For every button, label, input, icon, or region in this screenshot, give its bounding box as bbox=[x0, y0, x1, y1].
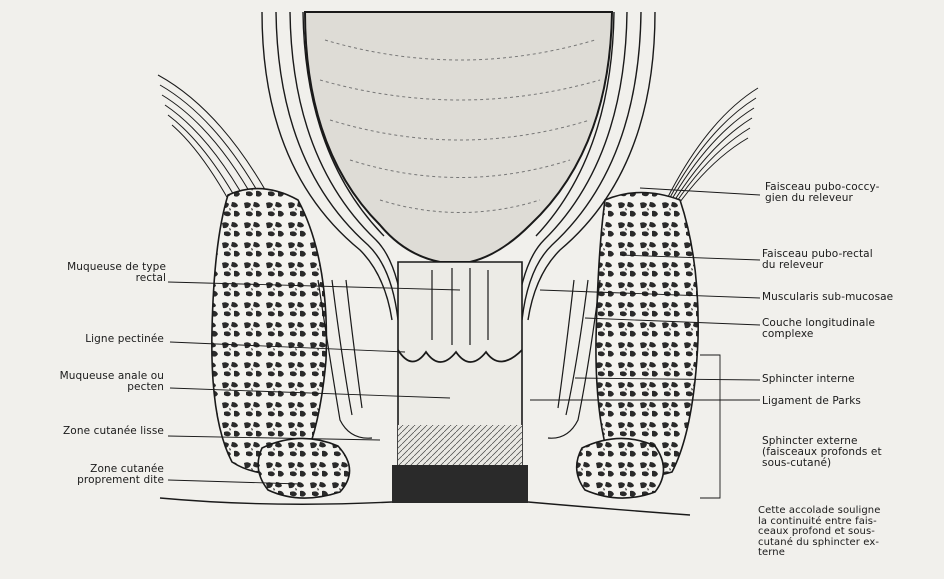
label-internal-sphincter: Sphincter interne bbox=[762, 374, 855, 385]
label-muscularis-submucosae: Muscularis sub-mucosae bbox=[762, 292, 893, 303]
label-longitudinal-layer: Couche longitudinale complexe bbox=[762, 318, 875, 340]
ischioanal-fat-right bbox=[596, 193, 698, 477]
label-pectinate-line: Ligne pectinée bbox=[85, 334, 164, 345]
rectal-ampulla bbox=[305, 12, 612, 262]
anal-canal bbox=[392, 262, 528, 503]
label-true-skin-zone: Zone cutanée proprement dite bbox=[77, 464, 164, 486]
label-rectal-type-mucosa: Muqueuse de type rectal bbox=[67, 262, 166, 284]
label-puborectalis: Faisceau pubo-rectal du releveur bbox=[762, 249, 873, 271]
label-external-sphincter: Sphincter externe (faisceaux profonds et… bbox=[762, 436, 882, 469]
ischioanal-fat-left bbox=[212, 189, 327, 474]
footnote-brace-explanation: Cette accolade souligne la continuité en… bbox=[758, 506, 881, 559]
label-smooth-skin-zone: Zone cutanée lisse bbox=[63, 426, 164, 437]
label-pubococcygeus: Faisceau pubo-coccy- gien du releveur bbox=[765, 182, 880, 204]
label-parks-ligament: Ligament de Parks bbox=[762, 396, 861, 407]
label-anal-mucosa-pecten: Muqueuse anale ou pecten bbox=[60, 371, 164, 393]
